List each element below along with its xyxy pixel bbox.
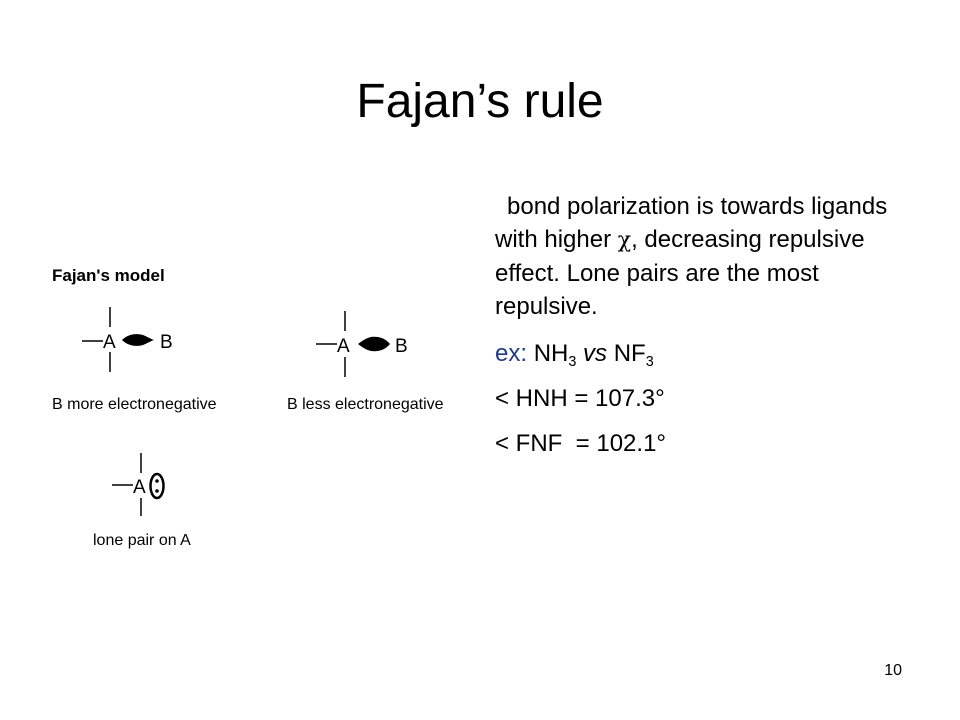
nh3-formula: NH3	[533, 340, 577, 371]
vs-text: vs	[583, 340, 608, 367]
angle-hnh: < HNH = 107.3°	[495, 385, 665, 412]
atom-a-label: A	[133, 477, 146, 498]
chi-symbol: χ	[617, 228, 632, 253]
caption-b-more-electronegative: B more electronegative	[52, 396, 217, 413]
atom-b-label: B	[160, 332, 173, 353]
lone-pair-lobe	[149, 472, 165, 500]
atom-a-label: A	[103, 332, 116, 353]
example-label: ex:	[495, 340, 528, 367]
nf-prefix: NF	[613, 340, 646, 367]
nh-prefix: NH	[533, 340, 569, 367]
lone-pair-dot-lower	[155, 489, 159, 493]
polarized-bond-shape	[122, 334, 154, 346]
example-line: ex: NH3 vs NF3	[495, 337, 915, 370]
slide-title: Fajan’s rule	[356, 75, 604, 128]
nf-subscript: 3	[645, 354, 654, 371]
page-number: 10	[884, 662, 902, 679]
angle-fnf: < FNF = 102.1°	[495, 430, 667, 457]
body-text: bond polarization is towards ligands wit…	[495, 190, 915, 460]
lone-pair-dot-upper	[155, 479, 159, 483]
caption-b-less-electronegative: B less electronegative	[287, 396, 444, 413]
para-text-start: bond polarization is towards ligands wit…	[495, 193, 888, 253]
atom-b-label: B	[395, 336, 408, 357]
diagram-lone-pair-on-a: A lone pair on A	[93, 453, 191, 549]
diagram-b-less-electronegative: A B B less electronegative	[287, 311, 444, 413]
polarization-paragraph: bond polarization is towards ligands wit…	[495, 190, 915, 323]
caption-lone-pair-on-a: lone pair on A	[93, 532, 191, 549]
diagram-heading: Fajan's model	[52, 266, 165, 285]
atom-a-label: A	[337, 336, 350, 357]
nf3-formula: NF3	[613, 340, 654, 371]
nh-subscript: 3	[568, 354, 577, 371]
diagram-b-more-electronegative: A B B more electronegative	[52, 307, 217, 413]
para-text-end: , decreasing repulsive effect. Lone pair…	[495, 226, 865, 320]
polarized-bond-shape	[358, 336, 390, 352]
